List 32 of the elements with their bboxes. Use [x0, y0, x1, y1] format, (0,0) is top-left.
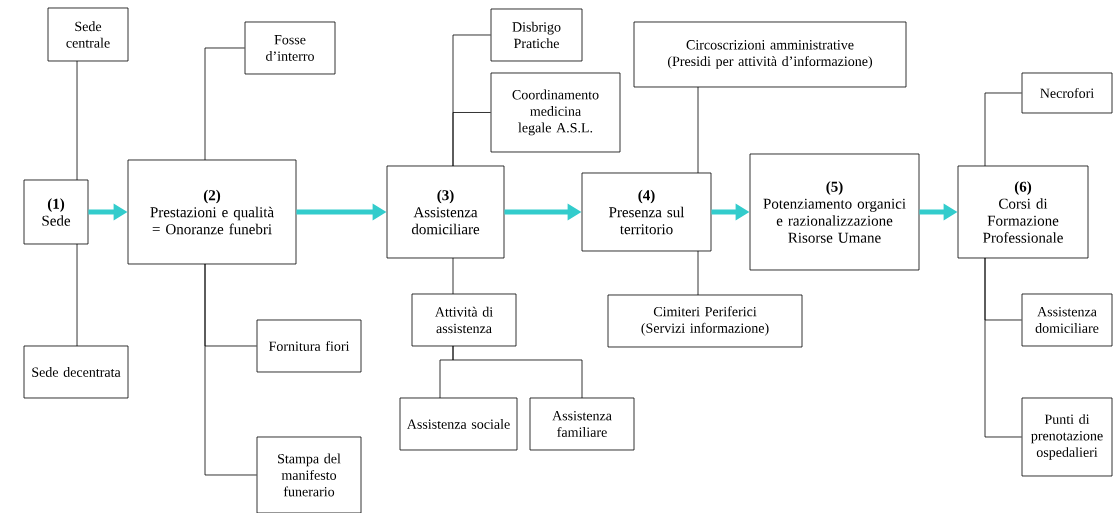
process-box: (2) Prestazioni e qualità = Onoranze funebri [127, 159, 297, 265]
item-box: Assistenza familiare [529, 397, 635, 451]
connector-line [76, 60, 78, 181]
item-box: Disbrigo Pratiche [490, 8, 583, 62]
item-box: Coordinamento medicina legale A.S.L. [490, 72, 621, 153]
process-box: (3) Assistenza domiciliare [386, 165, 505, 259]
item-box: Assistenza sociale [399, 397, 518, 451]
item-box: Cimiteri Periferici (Servizi informazione) [607, 294, 803, 348]
item-box: Stampa del manifesto funerario [256, 436, 362, 513]
connector-line [697, 86, 699, 174]
item-box: Punti di prenotazione ospedalieri [1021, 397, 1113, 477]
connector-line [76, 243, 78, 347]
item-box: Necrofori [1021, 72, 1113, 114]
process-box: (4) Presenza sul territorio [581, 172, 712, 252]
item-box: Sede decentrata [23, 345, 129, 399]
connector-line [984, 92, 1022, 167]
connector-line [697, 250, 699, 296]
item-box: Circoscrizioni amministrative (Presidi per attività d’informazione) [633, 21, 907, 88]
item-box: Attività di assistenza [411, 293, 517, 347]
process-box: (1) Sede [23, 179, 89, 245]
process-box: (6) Corsi di Formazione Professionale [957, 165, 1089, 259]
item-box: Assistenza domiciliare [1021, 293, 1113, 347]
item-box: Fornitura fiori [256, 319, 362, 373]
connector-line [204, 263, 257, 476]
process-box: (5) Potenziamento organici e razionalizzazione Risorse Umane [749, 153, 920, 271]
connector-line [204, 47, 245, 161]
connector-line [452, 345, 583, 399]
item-box: Fosse d’interro [244, 21, 336, 75]
connector-line [452, 112, 491, 167]
connector-line [452, 257, 454, 295]
item-box: Sede centrale [47, 7, 129, 62]
connector-line [984, 257, 1022, 438]
